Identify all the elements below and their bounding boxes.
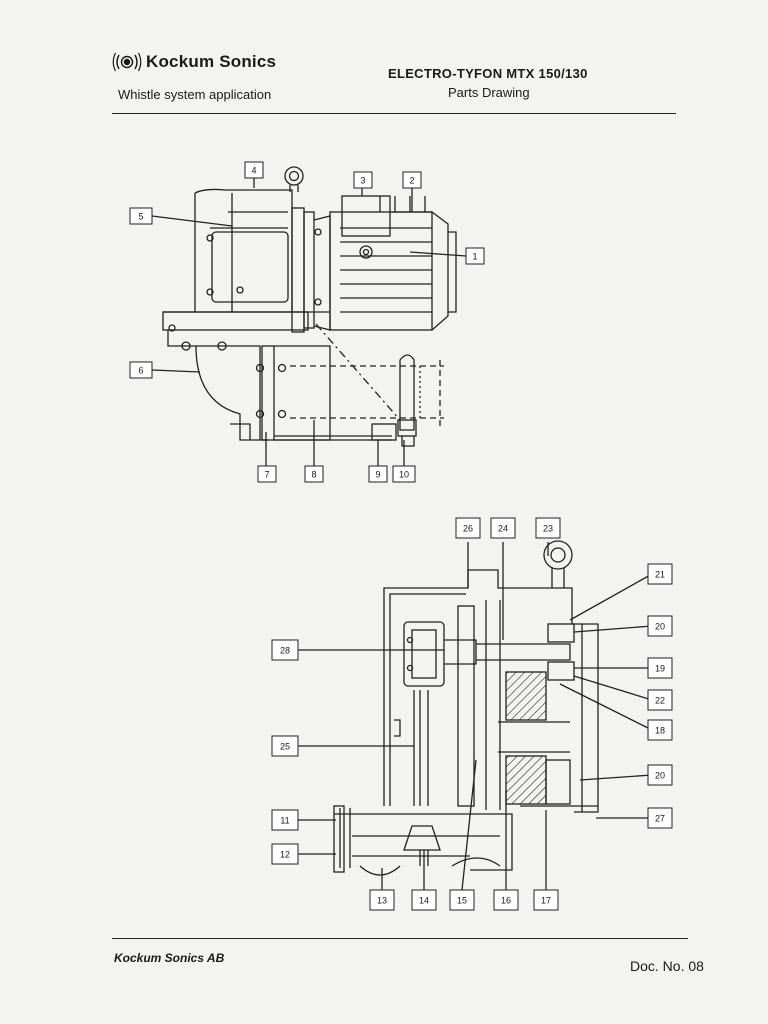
- callout-14: 14: [419, 896, 429, 906]
- upper-assembly-drawing: 4 5 3 2 1 6 7 8 9 10: [129, 161, 485, 483]
- document-title: ELECTRO-TYFON MTX 150/130: [388, 66, 588, 81]
- callout-24: 24: [498, 524, 508, 534]
- footer-rule: [112, 938, 688, 939]
- callout-19: 19: [655, 664, 665, 674]
- callout-5: 5: [138, 212, 143, 222]
- callout-18: 18: [655, 726, 665, 736]
- footer-company: Kockum Sonics AB: [114, 951, 225, 965]
- callout-9: 9: [375, 470, 380, 480]
- callout-8: 8: [311, 470, 316, 480]
- company-logo: Kockum Sonics: [112, 52, 276, 72]
- callout-3: 3: [360, 176, 365, 186]
- callout-13: 13: [377, 896, 387, 906]
- sonic-waves-logo-icon: [112, 52, 142, 72]
- callout-17: 17: [541, 896, 551, 906]
- callout-20-upper: 20: [655, 622, 665, 632]
- callout-16: 16: [501, 896, 511, 906]
- callout-4: 4: [251, 166, 256, 176]
- callout-7: 7: [264, 470, 269, 480]
- callout-21: 21: [655, 570, 665, 580]
- callout-20-lower: 20: [655, 771, 665, 781]
- callout-15: 15: [457, 896, 467, 906]
- callout-1: 1: [472, 252, 477, 262]
- callout-26: 27: [655, 814, 665, 824]
- callout-27: 25: [280, 742, 290, 752]
- application-label: Whistle system application: [118, 87, 272, 102]
- callout-28: 28: [280, 646, 290, 656]
- callout-12: 12: [280, 850, 290, 860]
- header-rule: [112, 113, 676, 114]
- document-number: Doc. No. 08: [630, 958, 704, 974]
- brand-name: Kockum Sonics: [146, 52, 277, 71]
- callout-25: 26: [463, 524, 473, 534]
- callout-6: 6: [138, 366, 143, 376]
- callout-23: 23: [543, 524, 553, 534]
- callout-10: 10: [399, 470, 409, 480]
- callout-11: 11: [280, 816, 289, 826]
- document-subtitle: Parts Drawing: [448, 85, 530, 100]
- callout-2: 2: [409, 176, 414, 186]
- callout-22: 22: [655, 696, 665, 706]
